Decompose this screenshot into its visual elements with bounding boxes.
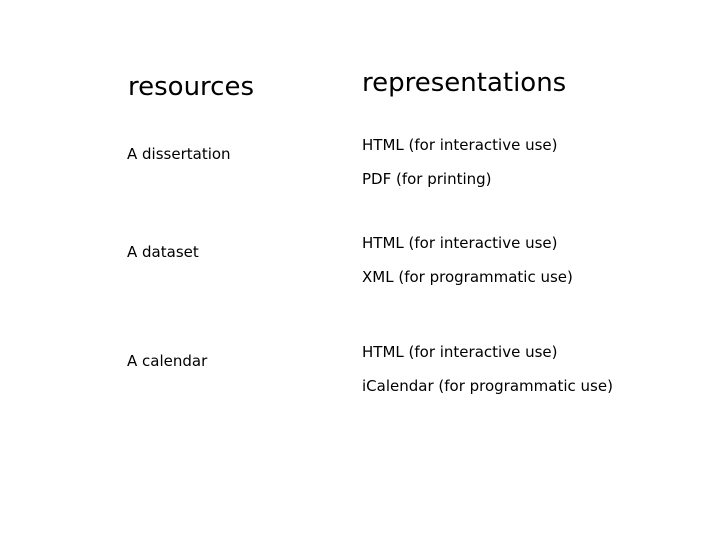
representation-list-dissertation: HTML (for interactive use) PDF (for prin… — [362, 136, 557, 188]
resource-label-calendar: A calendar — [127, 352, 208, 370]
representation-item: HTML (for interactive use) — [362, 136, 558, 154]
representation-list-calendar: HTML (for interactive use) iCalendar (fo… — [362, 343, 613, 395]
representation-item: PDF (for printing) — [362, 170, 492, 188]
representation-item: HTML (for interactive use) — [362, 234, 558, 252]
representations-heading: representations — [362, 68, 567, 98]
representation-item: iCalendar (for programmatic use) — [362, 377, 613, 395]
resource-label-dissertation: A dissertation — [127, 145, 231, 163]
representation-list-dataset: HTML (for interactive use) XML (for prog… — [362, 234, 573, 286]
representation-item: HTML (for interactive use) — [362, 343, 558, 361]
resource-label-dataset: A dataset — [127, 243, 199, 261]
resources-heading: resources — [128, 72, 255, 102]
representation-item: XML (for programmatic use) — [362, 268, 573, 286]
